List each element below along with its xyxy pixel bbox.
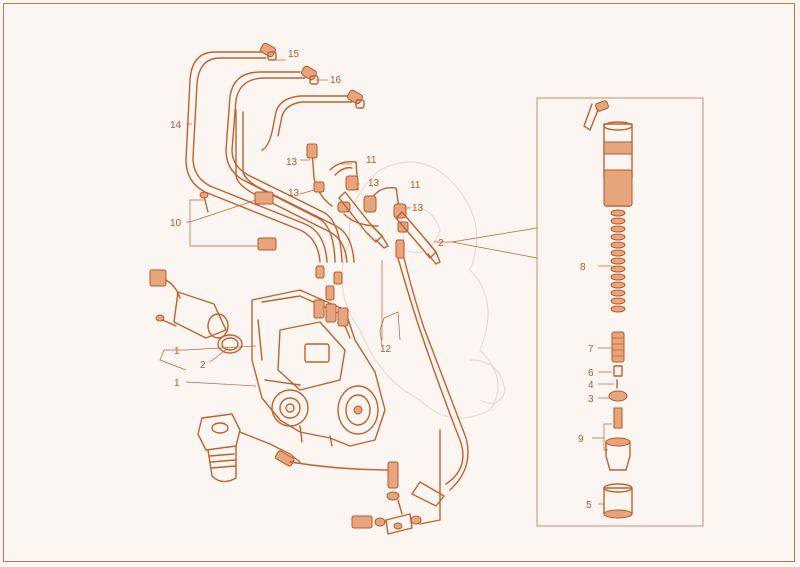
diagram-frame <box>3 3 795 562</box>
spacer-3 <box>608 390 628 402</box>
callout-15: 15 <box>288 49 300 60</box>
return-hose-12 <box>395 239 469 507</box>
fuel-filter <box>197 413 399 483</box>
callout-8: 8 <box>580 262 586 273</box>
callout-2: 2 <box>200 360 206 371</box>
leader-lines <box>159 59 614 505</box>
high-pressure-pipes <box>185 51 355 263</box>
callout-6: 6 <box>588 368 594 379</box>
pipe-fittings-15-16 <box>260 42 365 109</box>
lower-fittings <box>351 429 441 535</box>
callout-13: 13 <box>412 203 424 214</box>
callout-10: 10 <box>170 218 182 229</box>
watermark <box>341 161 506 419</box>
spring-seat-6 <box>613 365 623 377</box>
callout-1: 1 <box>174 378 180 389</box>
injection-pump-1 <box>251 265 386 447</box>
callout-labels: 15 16 14 13 11 13 13 11 13 10 2 8 7 6 4 … <box>170 49 594 511</box>
callout-11: 11 <box>410 180 421 191</box>
callout-7: 7 <box>588 344 594 355</box>
callout-12: 12 <box>380 344 392 355</box>
callout-13: 13 <box>368 178 380 189</box>
callout-11: 11 <box>366 155 377 166</box>
retaining-nut-5 <box>603 483 633 519</box>
callout-16: 16 <box>330 75 342 86</box>
callout-1: 1 <box>174 346 180 357</box>
callout-9: 9 <box>578 434 584 445</box>
injector-mini-left <box>338 191 389 249</box>
callout-3: 3 <box>588 394 594 405</box>
callout-2: 2 <box>438 238 444 249</box>
callout-13: 13 <box>288 188 300 199</box>
callout-14: 14 <box>170 120 182 131</box>
spring-7 <box>611 331 625 363</box>
nozzle-9 <box>605 407 631 471</box>
callout-13: 13 <box>286 157 298 168</box>
callout-4: 4 <box>588 380 594 391</box>
pipe-clamp-10 <box>199 191 277 251</box>
callout-5: 5 <box>586 500 592 511</box>
injector-assembly-2 <box>536 97 704 527</box>
stop-solenoid <box>149 269 243 354</box>
shim-stack-8 <box>610 209 626 313</box>
injector-mini-right <box>395 211 441 265</box>
